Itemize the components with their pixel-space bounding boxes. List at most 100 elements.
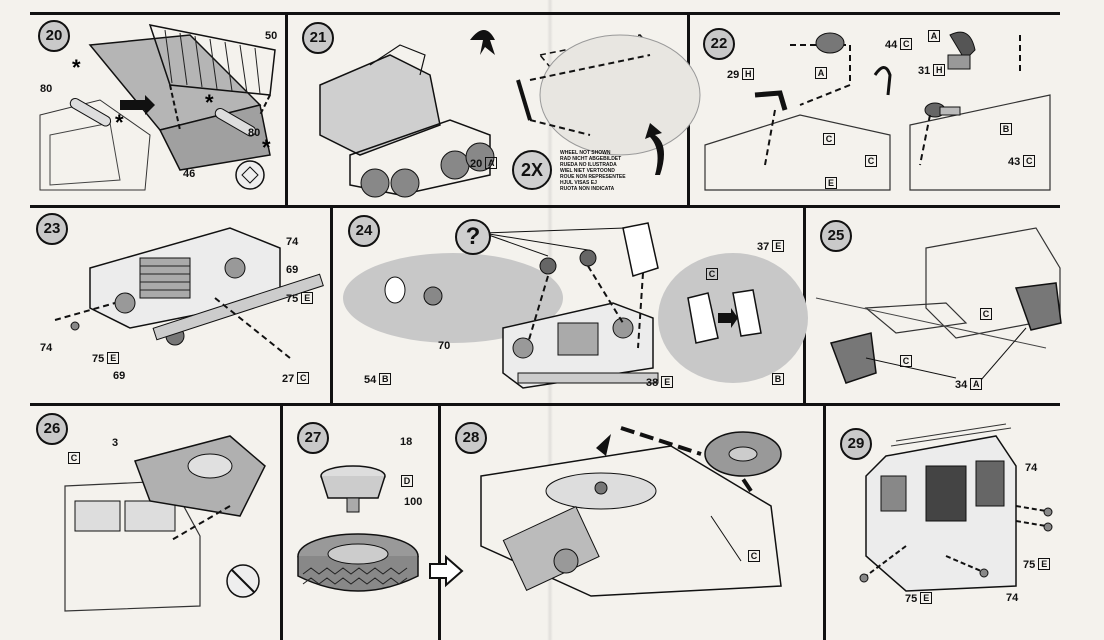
- label-20-box: A: [485, 157, 498, 169]
- multiplier-2x: 2X: [512, 150, 552, 190]
- label-31-box: H: [933, 64, 946, 76]
- label-c-25b: C: [897, 355, 912, 368]
- label-29-num: 29: [727, 69, 740, 81]
- rule-v7: [823, 403, 826, 640]
- label-c-2: C: [862, 155, 877, 168]
- rule-v6: [438, 403, 441, 640]
- note-line: ROUE NON REPRESENTEE: [560, 174, 626, 180]
- note-line: RUEDA NO ILUSTRADA: [560, 162, 617, 168]
- rule-v3: [330, 205, 333, 403]
- step-number-20: 20: [38, 20, 70, 52]
- rule-row2: [30, 403, 1060, 406]
- rule-v5: [280, 403, 283, 640]
- label-20-num: 20: [470, 158, 483, 170]
- step-number-22: 22: [703, 28, 735, 60]
- next-arrow-icon: [429, 554, 464, 588]
- label-18: 18: [400, 436, 413, 448]
- label-d-box: D: [401, 475, 413, 487]
- label-37-box: E: [772, 240, 785, 252]
- step25-drawing: [815, 227, 1062, 384]
- step24-drawing: [343, 222, 808, 389]
- label-d: D: [398, 475, 413, 488]
- label-c-2-box: C: [865, 155, 877, 167]
- label-50: 50: [265, 30, 278, 42]
- label-38-num: 38: [646, 377, 659, 389]
- label-b: B: [997, 123, 1012, 136]
- label-43-box: C: [1023, 155, 1036, 167]
- label-75-a-box: E: [301, 292, 314, 304]
- label-3: 3: [112, 437, 119, 449]
- label-75-b-num: 75: [92, 353, 105, 365]
- label-75-b-box: E: [107, 352, 120, 364]
- step-number-29: 29: [840, 428, 872, 460]
- label-44-num: 44: [885, 39, 898, 51]
- label-c-24: C: [703, 268, 718, 281]
- label-c-1: C: [820, 133, 835, 146]
- note-line: WIEL NIET VERTOOND: [560, 168, 615, 174]
- label-b-24-box: B: [772, 373, 784, 385]
- note-line: WHEEL NOT SHOWN: [560, 150, 611, 156]
- label-c-25a-box: C: [980, 308, 992, 320]
- label-b-box: B: [1000, 123, 1012, 135]
- label-34-box: A: [970, 378, 983, 390]
- label-a-left-box: A: [815, 67, 827, 79]
- step29-drawing: [859, 423, 1053, 592]
- step27-drawing: [297, 465, 419, 592]
- label-31-num: 31: [918, 65, 931, 77]
- label-70: 70: [438, 340, 451, 352]
- label-100: 100: [404, 496, 423, 508]
- label-74-b: 74: [40, 342, 53, 354]
- label-c-26: C: [65, 452, 80, 465]
- rule-top: [30, 12, 1060, 15]
- label-e: E: [822, 177, 837, 190]
- label-c-26-box: C: [68, 452, 80, 464]
- label-c-24-box: C: [706, 268, 718, 280]
- label-44-box: C: [900, 38, 913, 50]
- label-74-29a: 74: [1025, 462, 1038, 474]
- svg-text:*: *: [205, 90, 214, 115]
- label-74-a: 74: [286, 236, 299, 248]
- label-75-29a-box: E: [1038, 558, 1051, 570]
- step20-drawing: * * * *: [39, 24, 276, 191]
- label-43-num: 43: [1008, 156, 1021, 168]
- rule-v1: [285, 12, 288, 205]
- label-80-right: 80: [248, 127, 261, 139]
- note-line: HJUL VISAS EJ: [560, 180, 597, 186]
- label-27-num: 27: [282, 373, 295, 385]
- label-b-24: B: [769, 373, 784, 386]
- label-c-25b-box: C: [900, 355, 912, 367]
- svg-text:*: *: [115, 110, 124, 135]
- step-number-27: 27: [297, 422, 329, 454]
- question-bubble: ?: [455, 219, 491, 255]
- wheel-not-shown-note: WHEEL NOT SHOWN RAD NICHT ABGEBILDET RUE…: [560, 150, 626, 192]
- label-46: 46: [183, 168, 196, 180]
- step-number-26: 26: [36, 413, 68, 445]
- step-number-23: 23: [36, 213, 68, 245]
- label-c-28: C: [745, 550, 760, 563]
- label-c-25a: C: [977, 308, 992, 321]
- step21-drawing: [319, 30, 701, 198]
- label-a-right: A: [925, 30, 940, 43]
- label-75-29b-box: E: [920, 592, 933, 604]
- svg-text:*: *: [262, 135, 271, 160]
- label-75-29a-num: 75: [1023, 559, 1036, 571]
- step28-drawing: [480, 426, 782, 597]
- note-line: RUOTA NON INDICATA: [560, 186, 615, 192]
- step22-drawing: [704, 31, 1051, 191]
- label-c-28-box: C: [748, 550, 760, 562]
- label-a-left: A: [812, 67, 827, 80]
- rule-row1: [30, 205, 1060, 208]
- label-a-right-box: A: [928, 30, 940, 42]
